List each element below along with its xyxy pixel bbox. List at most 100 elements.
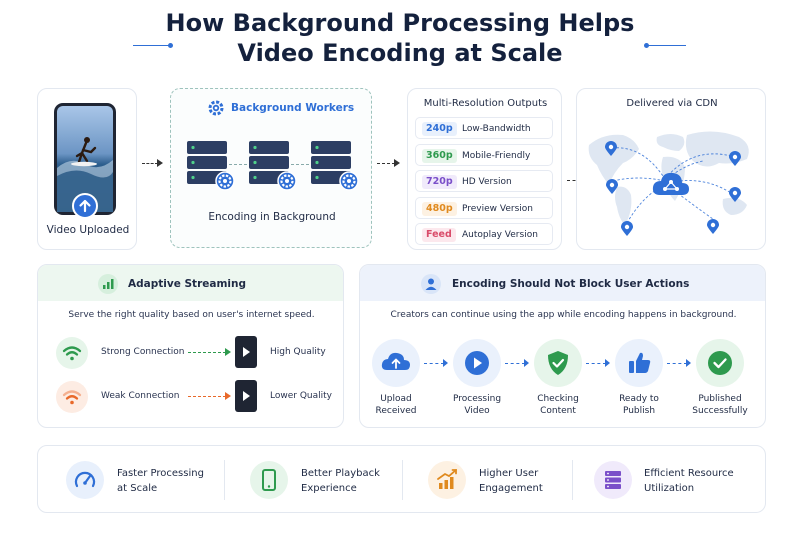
location-pin-icon (606, 179, 618, 199)
strong-arrow (188, 352, 226, 353)
adaptive-card: Adaptive Streaming Serve the right quali… (37, 264, 344, 428)
workers-card: Background Workers (170, 88, 372, 248)
outputs-title: Multi-Resolution Outputs (423, 98, 548, 109)
benefit-label-line: Utilization (644, 483, 695, 494)
gear-icon (207, 99, 225, 117)
benefit-label-line: Experience (301, 483, 357, 494)
step-connector (424, 363, 444, 364)
workers-title: Background Workers (231, 102, 355, 114)
page-title: How Background Processing Helps Video En… (0, 8, 800, 68)
phone-play-icon (235, 336, 257, 368)
benefit-label-line: Faster Processing (117, 468, 204, 479)
signal-bars-icon (98, 274, 118, 294)
wifi-strong-icon (56, 337, 88, 369)
step-connector-head (443, 359, 448, 367)
phone-mockup (54, 103, 116, 215)
step-label-line: Publish (622, 406, 656, 416)
output-row: 720p HD Version (415, 170, 553, 192)
step-label-line: Upload (380, 394, 412, 404)
benefit-label: Higher User Engagement (479, 466, 543, 496)
adaptive-header (38, 265, 343, 301)
step-label-line: Published (698, 394, 742, 404)
step-label-line: Ready to (619, 394, 659, 404)
cdn-title: Delivered via CDN (626, 98, 718, 109)
output-tag: 480p (422, 202, 457, 216)
step-connector (586, 363, 606, 364)
speedometer-icon (66, 461, 104, 499)
output-tag: 720p (422, 175, 457, 189)
surfer-image (57, 106, 113, 212)
benefits-bar: Faster Processing at Scale Better Playba… (37, 445, 766, 513)
divider (224, 460, 225, 500)
output-tag: Feed (422, 228, 456, 242)
upload-card: Video Uploaded (37, 88, 137, 250)
server-link (291, 164, 309, 165)
user-icon (421, 274, 441, 294)
divider (402, 460, 403, 500)
step-label: Checking Content (523, 393, 593, 417)
step-connector (667, 363, 687, 364)
nonblock-subtitle: Creators can continue using the app whil… (390, 310, 737, 320)
flow-arrow-2-head (394, 159, 400, 167)
thumbs-up-icon (615, 339, 663, 387)
weak-connection-label: Weak Connection (101, 391, 180, 401)
title-decor-left-dot (168, 43, 173, 48)
step-connector (505, 363, 525, 364)
output-row: 240p Low-Bandwidth (415, 117, 553, 139)
step-label-line: Successfully (692, 406, 748, 416)
mobile-icon (250, 461, 288, 499)
divider (572, 460, 573, 500)
location-pin-icon (707, 219, 719, 239)
upload-cloud-icon (372, 339, 420, 387)
location-pin-icon (605, 141, 617, 161)
server-icon (311, 141, 359, 191)
high-quality-label: High Quality (270, 347, 326, 357)
title-decor-right-dot (644, 43, 649, 48)
output-tag: 360p (422, 149, 457, 163)
server-link (229, 164, 247, 165)
title-line-1: How Background Processing Helps (165, 9, 635, 37)
server-icon (249, 141, 297, 191)
step-label: Ready to Publish (604, 393, 674, 417)
title-decor-right (648, 45, 686, 46)
step-connector-head (524, 359, 529, 367)
benefit-label: Efficient Resource Utilization (644, 466, 734, 496)
nonblock-title: Encoding Should Not Block User Actions (452, 278, 690, 290)
step-label-line: Processing (452, 394, 502, 404)
output-desc: Mobile-Friendly (462, 151, 531, 161)
adaptive-subtitle: Serve the right quality based on user's … (68, 310, 315, 320)
workers-caption: Encoding in Background (208, 211, 336, 223)
flow-arrow-1 (142, 163, 158, 164)
strong-connection-label: Strong Connection (101, 347, 185, 357)
upload-icon (72, 193, 98, 219)
nonblock-card: Encoding Should Not Block User Actions C… (359, 264, 766, 428)
output-tag: 240p (422, 122, 457, 136)
benefit-label-line: Higher User (479, 468, 539, 479)
location-pin-icon (729, 151, 741, 171)
weak-arrow (188, 396, 226, 397)
shield-check-icon (534, 339, 582, 387)
flow-arrow-2 (377, 163, 395, 164)
play-icon (453, 339, 501, 387)
weak-arrow-head (225, 392, 231, 400)
lower-quality-label: Lower Quality (270, 391, 332, 401)
benefit-label: Better Playback Experience (301, 466, 380, 496)
output-row: 360p Mobile-Friendly (415, 144, 553, 166)
flow-arrow-1-head (157, 159, 163, 167)
step-label: Upload Received (361, 393, 431, 417)
phone-play-icon (235, 380, 257, 412)
step-connector-head (686, 359, 691, 367)
step-label: Processing Video (442, 393, 512, 417)
server-stack-icon (594, 461, 632, 499)
wifi-weak-icon (56, 381, 88, 413)
benefit-label-line: at Scale (117, 483, 158, 494)
step-connector-head (605, 359, 610, 367)
step-label-line: Content (540, 406, 576, 416)
output-desc: Low-Bandwidth (462, 124, 531, 134)
cloud-icon (651, 169, 691, 199)
step-label-line: Checking (537, 394, 579, 404)
benefit-label-line: Engagement (479, 483, 543, 494)
flow-arrow-3 (567, 180, 581, 181)
benefit-label-line: Better Playback (301, 468, 380, 479)
output-row: Feed Autoplay Version (415, 223, 553, 245)
